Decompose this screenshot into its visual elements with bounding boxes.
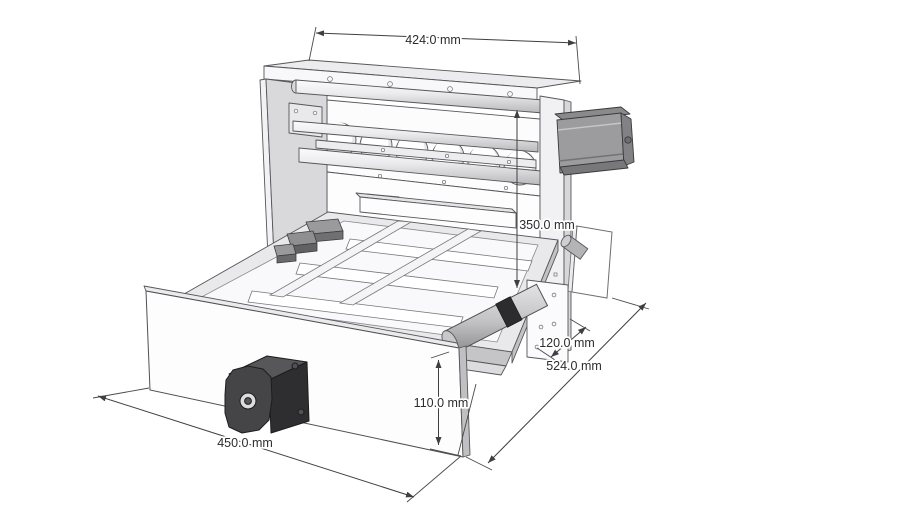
motor-x-top-flange bbox=[554, 106, 631, 122]
dimension-base-width: 450.0 mm bbox=[92, 383, 477, 503]
thin-plate bbox=[571, 225, 613, 299]
motor-y-shaft bbox=[244, 397, 252, 405]
dimension-gantry-height: 350.0 mm bbox=[514, 110, 577, 288]
bed-cross-member-2 bbox=[338, 228, 483, 306]
dimension-top-width: 424.0 mm bbox=[308, 26, 581, 85]
motor-x-bottom-flange bbox=[559, 159, 629, 176]
bed-rail-2 bbox=[295, 262, 499, 299]
dim-label-110: 110.0 mm bbox=[414, 396, 469, 410]
stepper-motor-x bbox=[554, 106, 635, 176]
dimension-annotations: 424.0 mm 350.0 mm 120.0 mm 524.0 mm 110.… bbox=[92, 26, 650, 503]
front-panel-right-edge bbox=[458, 345, 471, 458]
lead-screw bbox=[292, 120, 539, 153]
dim-label-424: 424.0 mm bbox=[405, 33, 461, 47]
dim-label-450: 450.0 mm bbox=[217, 436, 273, 450]
gantry-bar bbox=[315, 139, 537, 169]
dimension-front-panel-height: 110.0 mm bbox=[412, 351, 470, 457]
bed-cross-member-1 bbox=[268, 220, 413, 298]
motor-y-screw-2 bbox=[297, 408, 305, 416]
dim-label-524: 524.0 mm bbox=[546, 359, 602, 373]
motor-y-screw-1 bbox=[291, 362, 299, 370]
dimension-overall-depth: 524.0 mm bbox=[465, 297, 650, 471]
motor-x-shaft-boss bbox=[624, 136, 632, 144]
bearing-blocks bbox=[273, 218, 344, 264]
dim-label-350: 350.0 mm bbox=[519, 218, 575, 232]
dim-label-120: 120.0 mm bbox=[539, 336, 595, 350]
side-plate-assembly bbox=[560, 225, 613, 299]
